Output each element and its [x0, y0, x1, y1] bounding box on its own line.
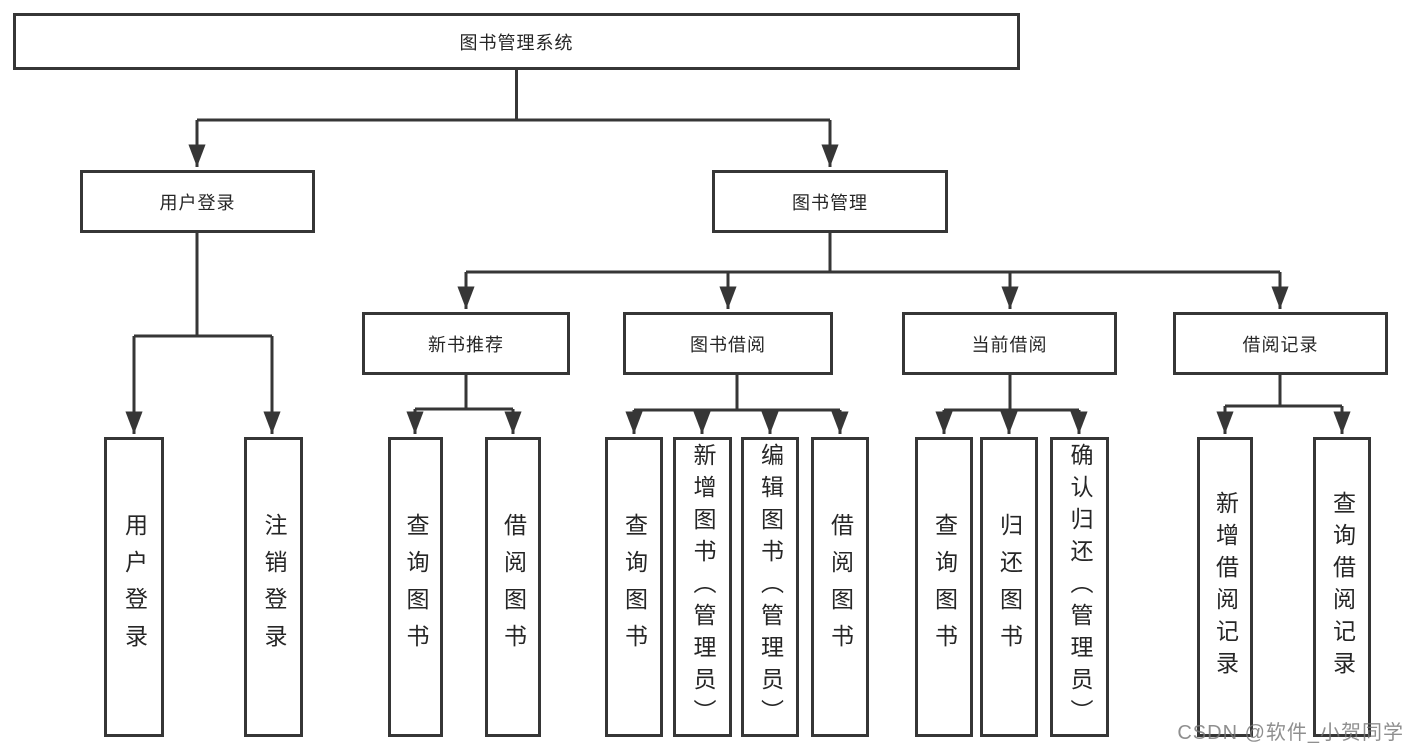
leaf-bb-edit-books-admin-label: 编辑图书（管理员）	[757, 443, 784, 731]
leaf-cb-return-books-label: 归还图书	[996, 513, 1023, 661]
leaf-cb-query-books-label: 查询图书	[931, 513, 958, 661]
leaf-nbr-borrow-books-label: 借阅图书	[500, 513, 527, 661]
leaf-logout-label: 注销登录	[261, 513, 287, 661]
leaf-user-login-label: 用户登录	[121, 513, 148, 661]
leaf-nbr-query-books: 查询图书	[388, 437, 443, 737]
leaf-bb-add-books-admin: 新增图书（管理员）	[673, 437, 732, 737]
leaf-br-query-record: 查询借阅记录	[1313, 437, 1371, 737]
leaf-cb-confirm-return-admin: 确认归还（管理员）	[1050, 437, 1109, 737]
node-borrow-records: 借阅记录	[1173, 312, 1388, 375]
node-root-label: 图书管理系统	[459, 32, 574, 53]
leaf-logout: 注销登录	[244, 437, 303, 737]
node-current-borrow: 当前借阅	[902, 312, 1117, 375]
node-user-login-label: 用户登录	[159, 192, 236, 213]
node-book-management-label: 图书管理	[792, 192, 868, 213]
node-new-book-recommend-label: 新书推荐	[428, 334, 504, 355]
leaf-br-query-record-label: 查询借阅记录	[1329, 491, 1356, 683]
leaf-bb-query-books: 查询图书	[605, 437, 663, 737]
leaf-bb-add-books-admin-label: 新增图书（管理员）	[690, 443, 716, 731]
leaf-bb-borrow-books-label: 借阅图书	[827, 513, 854, 661]
leaf-br-add-record: 新增借阅记录	[1197, 437, 1253, 737]
leaf-cb-query-books: 查询图书	[915, 437, 973, 737]
leaf-br-add-record-label: 新增借阅记录	[1212, 491, 1239, 683]
leaf-user-login: 用户登录	[104, 437, 164, 737]
node-new-book-recommend: 新书推荐	[362, 312, 570, 375]
node-user-login: 用户登录	[80, 170, 315, 233]
node-book-management: 图书管理	[712, 170, 948, 233]
node-root: 图书管理系统	[13, 13, 1020, 70]
leaf-bb-borrow-books: 借阅图书	[811, 437, 869, 737]
node-book-borrow: 图书借阅	[623, 312, 833, 375]
leaf-cb-return-books: 归还图书	[980, 437, 1038, 737]
leaf-nbr-query-books-label: 查询图书	[403, 513, 429, 661]
leaf-bb-edit-books-admin: 编辑图书（管理员）	[741, 437, 799, 737]
watermark: CSDN @软件_小贺同学	[1177, 722, 1404, 744]
node-current-borrow-label: 当前借阅	[971, 334, 1048, 355]
node-borrow-records-label: 借阅记录	[1242, 334, 1319, 355]
leaf-nbr-borrow-books: 借阅图书	[485, 437, 541, 737]
leaf-bb-query-books-label: 查询图书	[621, 513, 648, 661]
leaf-cb-confirm-return-admin-label: 确认归还（管理员）	[1067, 443, 1093, 731]
node-book-borrow-label: 图书借阅	[690, 334, 766, 355]
